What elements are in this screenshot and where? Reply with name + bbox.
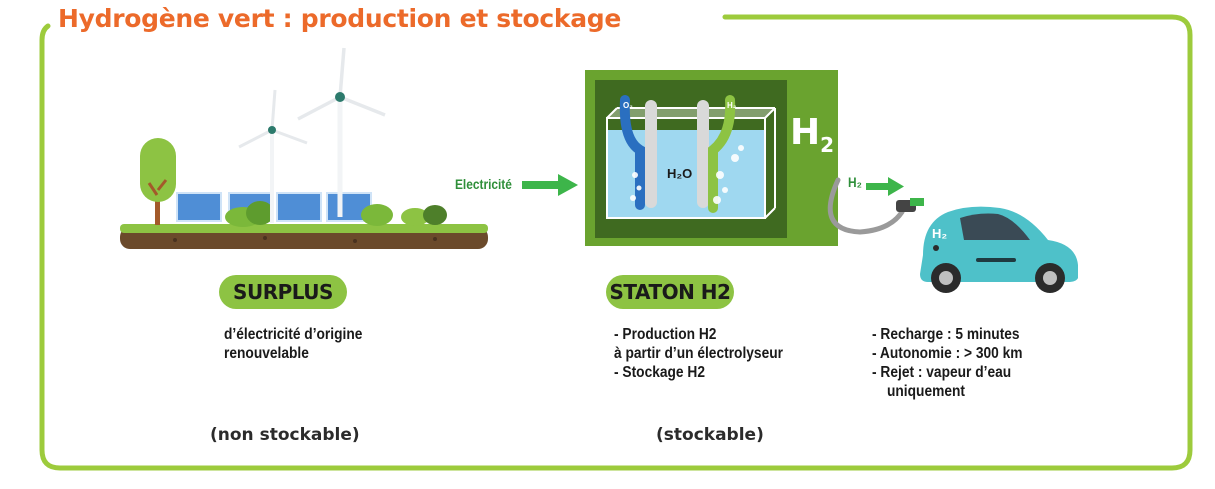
- surplus-text-line2: renouvelable: [224, 345, 309, 362]
- car-text-line3: - Rejet : vapeur d’eau: [872, 364, 1012, 381]
- wind-turbine-icon: [297, 47, 386, 217]
- car-h2-label: H₂: [932, 226, 947, 241]
- wind-turbine-icon: [238, 89, 308, 223]
- car-text-line1: - Recharge : 5 minutes: [872, 326, 1020, 343]
- car-text-line2: - Autonomie : > 300 km: [872, 345, 1023, 362]
- station-note: (stockable): [656, 425, 764, 445]
- surplus-note: (non stockable): [210, 425, 360, 445]
- surplus-text-line1: d’électricité d’origine: [224, 326, 363, 343]
- station-text-line3: - Stockage H2: [614, 364, 705, 381]
- fuel-nozzle-icon: [827, 177, 924, 235]
- hydrogen-car-icon: H₂: [920, 206, 1078, 293]
- electricity-label: Electricité: [455, 176, 512, 192]
- h2o-label: H₂O: [667, 166, 692, 181]
- station-h2-label: H2: [790, 112, 835, 158]
- o2-label: O₂: [623, 101, 633, 110]
- station-pill: STATON H2: [606, 275, 734, 309]
- arrow-right-icon: [522, 174, 578, 196]
- station-text-line2: à partir d’un électrolyseur: [614, 345, 784, 362]
- renewable-landscape-illustration: [120, 47, 488, 249]
- arrow-right-icon: [866, 177, 904, 196]
- station-text-line1: - Production H2: [614, 326, 717, 343]
- electrolyser-illustration: O₂ H₂ H₂O: [595, 80, 787, 238]
- h2-flow-label: H₂: [848, 174, 862, 190]
- tree-icon: [140, 138, 176, 225]
- h2-tube-label: H₂: [727, 101, 737, 110]
- car-text-line4: uniquement: [887, 383, 965, 400]
- surplus-pill: SURPLUS: [219, 275, 347, 309]
- page-title: Hydrogène vert : production et stockage: [58, 4, 622, 33]
